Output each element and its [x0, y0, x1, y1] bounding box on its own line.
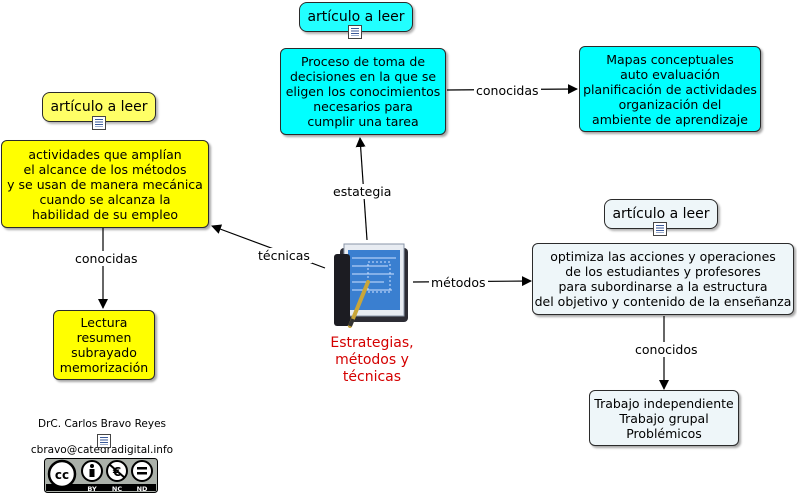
- node-reading-text: Lectura resumen subrayado memorización: [59, 315, 149, 375]
- cc-nc-text: NC: [112, 485, 122, 493]
- article-tag-right-label: artículo a leer: [612, 206, 710, 222]
- node-process-text: Proceso de toma de decisiones en la que …: [285, 54, 441, 129]
- node-work[interactable]: Trabajo independiente Trabajo grupal Pro…: [589, 390, 739, 446]
- node-maps[interactable]: Mapas conceptuales auto evaluación plani…: [579, 46, 761, 132]
- link-label-conocidos: conocidos: [633, 342, 700, 357]
- node-reading[interactable]: Lectura resumen subrayado memorización: [53, 310, 155, 380]
- author-name: DrC. Carlos Bravo Reyes: [38, 418, 166, 430]
- cc-by-text: BY: [87, 485, 97, 493]
- node-activities[interactable]: actividades que amplían el alcance de lo…: [1, 140, 209, 228]
- node-process[interactable]: Proceso de toma de decisiones en la que …: [280, 48, 446, 135]
- article-tag-left-label: artículo a leer: [50, 99, 148, 115]
- node-maps-text: Mapas conceptuales auto evaluación plani…: [583, 51, 757, 127]
- node-optimize[interactable]: optimiza las acciones y operaciones de l…: [532, 243, 794, 315]
- svg-text:€: €: [112, 465, 121, 479]
- center-title: Estrategias, métodos y técnicas: [330, 335, 414, 385]
- author-block: DrC. Carlos Bravo Reyes cbravo@catedradi…: [22, 405, 182, 470]
- node-work-text: Trabajo independiente Trabajo grupal Pro…: [594, 395, 734, 441]
- author-email: cbravo@catedradigital.info: [30, 444, 174, 456]
- document-icon-top[interactable]: [348, 25, 362, 39]
- link-label-conocidas-top: conocidas: [474, 83, 541, 98]
- cc-text: cc: [55, 468, 69, 482]
- node-optimize-text: optimiza las acciones y operaciones de l…: [534, 249, 792, 309]
- link-label-conocidas-left: conocidas: [73, 251, 140, 266]
- document-icon-left[interactable]: [92, 116, 106, 130]
- node-activities-text: actividades que amplían el alcance de lo…: [7, 146, 203, 222]
- link-label-tecnicas: técnicas: [256, 248, 312, 263]
- link-label-estrategia: estategia: [331, 184, 394, 199]
- article-tag-top-label: artículo a leer: [307, 9, 405, 25]
- link-label-metodos: métodos: [429, 275, 488, 290]
- document-icon-author[interactable]: [97, 434, 111, 448]
- document-icon-right[interactable]: [653, 222, 667, 236]
- folder-document-icon[interactable]: [328, 240, 414, 332]
- cc-nd-text: ND: [137, 485, 148, 493]
- cc-license-badge[interactable]: cc € BY NC ND: [44, 458, 158, 493]
